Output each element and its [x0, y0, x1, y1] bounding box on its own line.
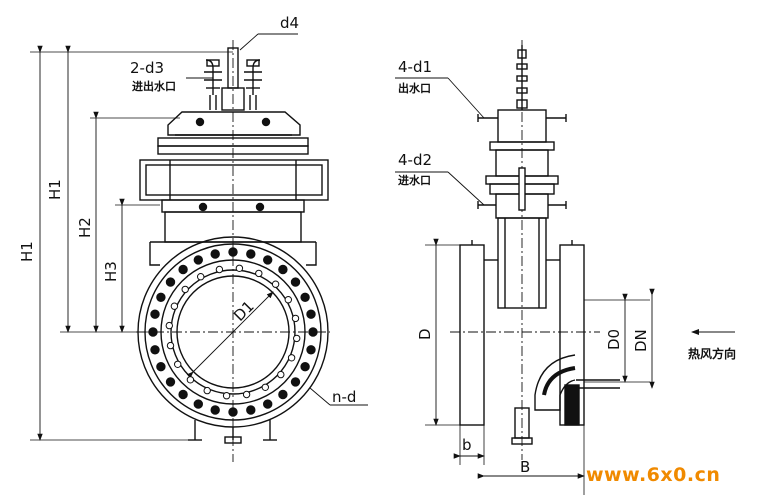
bolt-hole	[156, 362, 166, 372]
bolt-hole	[277, 370, 285, 379]
bolt-hole	[181, 285, 189, 294]
bolt-hole	[186, 376, 195, 384]
watermark: www.6x0.cn	[586, 464, 721, 486]
front-view	[30, 33, 368, 462]
flange-bolt-holes	[148, 247, 318, 417]
label-h1-outer: H1	[18, 241, 36, 262]
bolt-hole	[293, 334, 301, 343]
bolt-hole	[263, 399, 273, 409]
bolt-hole	[271, 280, 280, 288]
bolt-hole	[235, 264, 244, 272]
bolt-hole	[165, 321, 174, 330]
bolt-hole	[150, 345, 160, 355]
bolt-hole	[165, 377, 176, 387]
bolt-hole	[278, 389, 288, 400]
label-d1: D1	[230, 297, 258, 325]
label-h2: H2	[76, 217, 94, 238]
bolt-hole	[197, 273, 205, 281]
label-d0: D0	[605, 329, 623, 350]
bolt-hole	[174, 360, 182, 368]
label-d4: d4	[280, 14, 299, 32]
bolt-hole	[156, 292, 166, 302]
bolt-hole	[242, 390, 251, 399]
bolt-hole	[193, 255, 204, 265]
bolt-hole	[278, 264, 288, 275]
bolt-hole	[178, 264, 188, 275]
label-2-d3: 2-d3	[130, 59, 164, 77]
bolt-hole	[300, 362, 310, 372]
bolt-hole	[228, 247, 238, 257]
label-n-d: n-d	[332, 388, 356, 406]
bolt-hole	[290, 277, 301, 287]
label-b-large: B	[520, 458, 530, 476]
bolt-hole	[222, 392, 231, 400]
bolt-hole	[210, 249, 220, 259]
bolt-hole	[165, 277, 176, 287]
bolt-hole	[290, 377, 301, 387]
bolt-hole	[306, 345, 316, 355]
bolt-hole	[287, 354, 296, 362]
side-view	[395, 40, 735, 495]
bolt-hole	[306, 309, 316, 319]
label-b-small: b	[462, 436, 472, 454]
label-4-d2: 4-d2	[398, 151, 432, 169]
bolt-hole	[166, 341, 175, 350]
bolt-hole	[215, 265, 224, 274]
bolt-hole	[150, 309, 160, 319]
bolt-hole	[261, 383, 269, 391]
label-outlet: 出水口	[398, 81, 431, 95]
bolt-hole	[246, 249, 256, 259]
bolt-hole	[193, 399, 204, 409]
label-hot-air-direction: 热风方向	[688, 346, 736, 361]
label-d: D	[416, 328, 434, 340]
bolt-hole	[263, 255, 273, 265]
bolt-hole	[178, 389, 188, 400]
bolt-hole	[148, 327, 158, 337]
bolt-hole	[210, 405, 220, 415]
label-inlet: 进水口	[398, 173, 431, 187]
label-h3: H3	[102, 261, 120, 282]
bolt-hole	[300, 292, 310, 302]
bolt-hole	[284, 296, 292, 304]
bolt-hole	[203, 386, 211, 395]
label-dn: DN	[632, 329, 650, 352]
bolt-hole	[246, 405, 256, 415]
label-4-d1: 4-d1	[398, 58, 432, 76]
label-inlet-outlet: 进出水口	[132, 79, 176, 93]
label-h1-inner: H1	[46, 179, 64, 200]
bolt-hole	[308, 327, 318, 337]
bolt-hole	[228, 407, 238, 417]
bolt-hole	[255, 269, 263, 278]
bolt-hole	[291, 314, 300, 323]
bolt-hole	[170, 302, 179, 310]
